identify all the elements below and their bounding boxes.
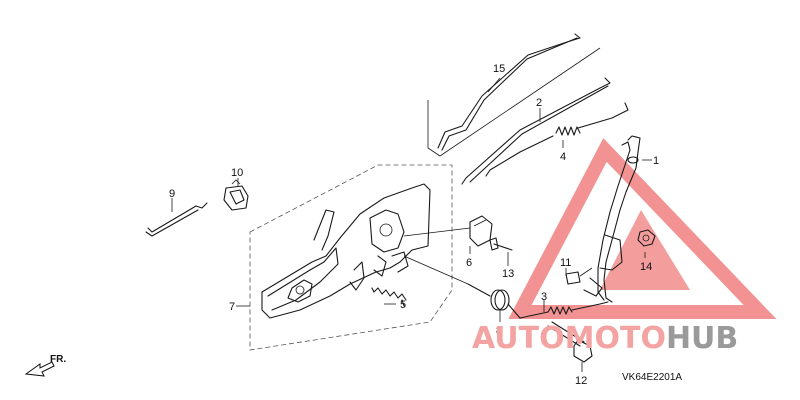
callout-5: 5 [400, 299, 406, 311]
watermark-suffix: HUB [666, 321, 738, 356]
front-arrow: FR. [24, 354, 66, 377]
part-7-plate [261, 183, 471, 319]
callout-15: 15 [493, 63, 505, 75]
callout-6: 6 [466, 257, 472, 269]
part-12-bolt [547, 321, 593, 363]
arrow-icon [24, 361, 55, 377]
callout-1: 1 [653, 155, 659, 167]
part-1-lever [583, 135, 641, 303]
callout-12: 12 [575, 375, 587, 387]
callout-13: 13 [502, 268, 514, 280]
callout-8: 8 [496, 325, 502, 337]
callout-3: 3 [541, 291, 547, 303]
part-5-spring [371, 287, 407, 307]
part-6-block [469, 215, 493, 247]
part-10-clamp [223, 179, 249, 211]
callout-7: 7 [229, 301, 235, 313]
watermark-triangle [508, 138, 777, 319]
part-9-rod [145, 202, 208, 237]
part-4-spring [555, 126, 581, 136]
callout-2: 2 [536, 97, 542, 109]
front-label: FR. [50, 354, 66, 365]
part-3-spring-rod [519, 301, 609, 319]
assembly-frame [249, 164, 453, 351]
callout-11: 11 [560, 257, 571, 269]
watermark-prefix: AUTOMOTO [472, 321, 666, 356]
leader-lines [171, 77, 652, 372]
part-11-clip [565, 267, 593, 285]
part-13-bolt [489, 237, 513, 251]
callout-14: 14 [640, 261, 652, 273]
part-4-spring-rod [485, 102, 629, 177]
callout-9: 9 [169, 188, 175, 200]
watermark-text: AUTOMOTOHUB [472, 321, 738, 356]
callout-10: 10 [231, 167, 243, 179]
callout-4: 4 [560, 151, 566, 163]
part-code: VK64E2201A [622, 372, 682, 383]
part-8-spring [467, 283, 521, 319]
part-2-rod [461, 77, 611, 185]
part-15-rod [427, 33, 601, 157]
part-14-nut [637, 229, 656, 247]
